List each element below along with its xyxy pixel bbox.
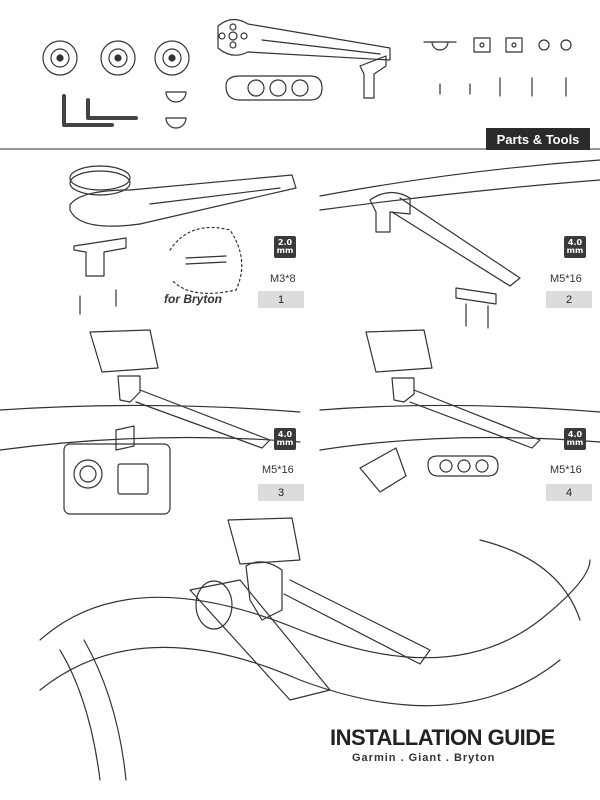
tool-unit: mm bbox=[276, 246, 294, 255]
screw-spec-step-2: M5*16 bbox=[550, 273, 582, 285]
hex-keys bbox=[62, 94, 138, 127]
tool-size: 4.0 bbox=[567, 238, 583, 247]
tool-unit: mm bbox=[276, 438, 294, 447]
final-assembly-drawing bbox=[39, 517, 591, 781]
tool-size: 4.0 bbox=[277, 430, 293, 439]
bryton-note: for Bryton bbox=[164, 292, 222, 306]
parts-tools-label: Parts & Tools bbox=[486, 128, 590, 150]
hex-key-size-badge-step-1: 2.0 mm bbox=[274, 236, 296, 258]
hex-key-size-badge-step-3: 4.0 mm bbox=[274, 428, 296, 450]
step-2-drawing bbox=[319, 159, 600, 329]
step-number-1: 1 bbox=[258, 291, 304, 308]
hex-key-size-badge-step-2: 4.0 mm bbox=[564, 236, 586, 258]
screw-spec-step-3: M5*16 bbox=[262, 464, 294, 476]
step-number-3: 3 bbox=[258, 484, 304, 501]
screw-spec-step-4: M5*16 bbox=[550, 464, 582, 476]
guide-subtitle: Garmin . Giant . Bryton bbox=[352, 752, 496, 764]
tool-size: 4.0 bbox=[567, 430, 583, 439]
extension-arm-part bbox=[217, 18, 391, 61]
step-1-drawing bbox=[69, 165, 297, 315]
step-3-drawing bbox=[0, 329, 301, 515]
step-4-drawing bbox=[319, 329, 600, 493]
guide-title: INSTALLATION GUIDE bbox=[330, 725, 555, 750]
hex-key-size-badge-step-4: 4.0 mm bbox=[564, 428, 586, 450]
tool-size: 2.0 bbox=[277, 238, 293, 247]
screw-spec-step-1: M3*8 bbox=[270, 273, 296, 285]
step-number-4: 4 bbox=[546, 484, 592, 501]
three-hole-plate bbox=[225, 75, 323, 101]
step-number-2: 2 bbox=[546, 291, 592, 308]
tool-unit: mm bbox=[566, 438, 584, 447]
adapter-parts bbox=[42, 40, 190, 76]
tool-unit: mm bbox=[566, 246, 584, 255]
